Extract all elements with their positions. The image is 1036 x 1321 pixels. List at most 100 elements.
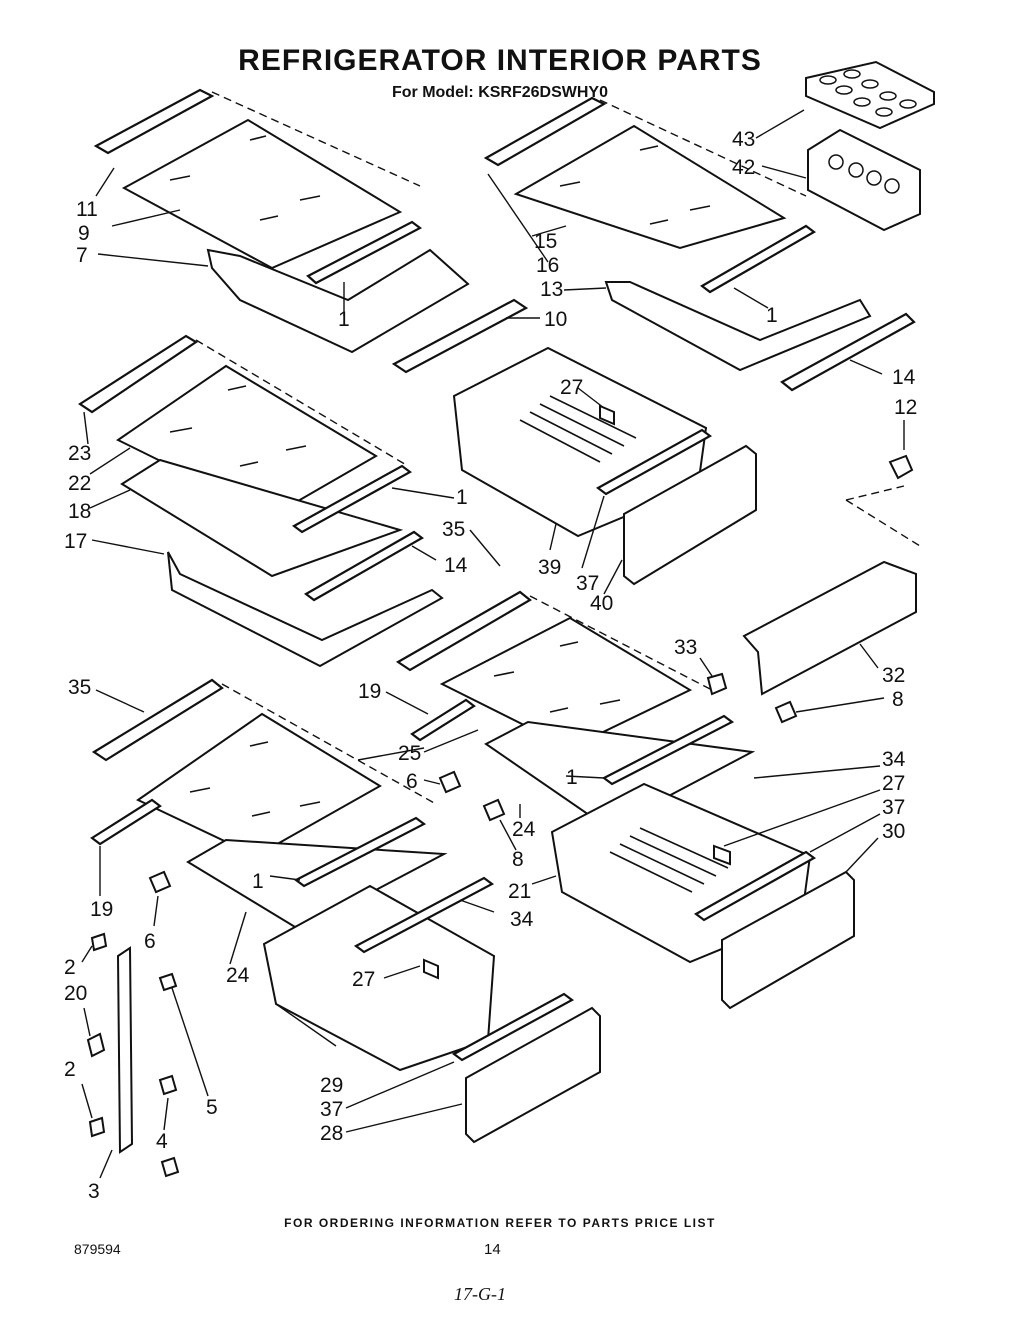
callout-24: 24	[226, 964, 250, 987]
clip-2b	[88, 1116, 106, 1138]
callout-11: 11	[76, 198, 98, 221]
callout-19: 19	[90, 898, 113, 921]
lower-right-crisper-assembly	[550, 782, 855, 1010]
glide-8b	[482, 798, 506, 822]
callout-34: 34	[510, 908, 534, 931]
callout-27: 27	[882, 772, 905, 795]
crisper-front-28	[465, 1006, 601, 1144]
crisper-rail-37a	[595, 428, 713, 496]
shelf-rail-35a	[395, 590, 532, 672]
glide-6a	[438, 770, 462, 794]
callout-14: 14	[892, 366, 916, 389]
page-title: REFRIGERATOR INTERIOR PARTS	[238, 44, 762, 77]
spacer-20	[86, 1032, 106, 1058]
shelf-rail-19a	[410, 698, 476, 742]
shelf-glass-9	[121, 118, 403, 270]
egg-tray-cover-43	[805, 60, 935, 130]
callout-30: 30	[882, 820, 905, 843]
callout-7: 7	[76, 244, 88, 267]
callout-4: 4	[156, 1130, 168, 1153]
upper-left-shelf-assembly	[93, 88, 529, 374]
callout-5: 5	[206, 1096, 218, 1119]
shelf-rail-1b	[700, 224, 816, 294]
crisper-front-40	[623, 444, 757, 586]
egg-tray-assembly	[805, 60, 935, 232]
screw-4	[158, 1074, 178, 1096]
callout-1: 1	[456, 486, 468, 509]
handwritten-note: 17-G-1	[454, 1284, 506, 1304]
guide-33	[706, 672, 728, 696]
shelf-glass-25b	[136, 712, 382, 858]
callout-37: 37	[320, 1098, 343, 1121]
callout-32: 32	[882, 664, 905, 687]
shelf-rail-1a	[306, 220, 423, 285]
callout-24: 24	[512, 818, 536, 841]
shelf-rail-1d	[601, 714, 735, 786]
callout-37: 37	[576, 572, 599, 595]
callout-29: 29	[320, 1074, 343, 1097]
leader-lines	[81, 109, 905, 1179]
lower-left-shelf-assembly	[90, 678, 506, 932]
right-cover-assembly	[706, 454, 921, 724]
screw-5	[158, 972, 178, 992]
callout-34: 34	[882, 748, 906, 771]
callout-16: 16	[536, 254, 559, 277]
callout-1: 1	[566, 766, 578, 789]
drawer-stop-27c	[423, 958, 439, 980]
callout-23: 23	[68, 442, 91, 465]
callout-2: 2	[64, 1058, 76, 1081]
callout-27: 27	[352, 968, 375, 991]
cover-32	[742, 560, 917, 696]
callout-15: 15	[534, 230, 557, 253]
crisper-rail-37b	[693, 850, 817, 922]
callout-18: 18	[68, 500, 91, 523]
model-subtitle: For Model: KSRF26DSWHY0	[391, 84, 608, 101]
callout-35: 35	[442, 518, 465, 541]
document-number: 879594	[74, 1241, 121, 1257]
drawer-stop-27b	[713, 844, 731, 866]
callout-22: 22	[68, 472, 91, 495]
callout-35: 35	[68, 676, 91, 699]
shelf-frame-24b	[186, 838, 448, 932]
middle-left-shelf-assembly	[77, 334, 444, 668]
shelf-frame-7	[206, 248, 470, 354]
shelf-frame-13	[604, 281, 872, 372]
shelf-frame-17	[167, 551, 444, 668]
upper-crisper-assembly	[452, 346, 757, 586]
page-number: 14	[484, 1241, 501, 1258]
egg-tray-42	[807, 128, 921, 232]
shelf-rail-11	[93, 88, 215, 155]
upper-right-shelf-assembly	[483, 96, 916, 392]
shelf-rail-10	[391, 298, 529, 374]
callout-8: 8	[512, 848, 524, 871]
callout-33: 33	[674, 636, 697, 659]
shelf-rail-14b	[304, 530, 424, 602]
clip-2a	[90, 932, 108, 952]
glide-8a	[774, 700, 798, 724]
callout-43: 43	[732, 128, 755, 151]
callout-37: 37	[882, 796, 905, 819]
callout-21: 21	[508, 880, 531, 903]
glide-6b	[148, 870, 172, 894]
callout-10: 10	[544, 308, 567, 331]
callout-42: 42	[732, 156, 755, 179]
callout-12: 12	[894, 396, 917, 419]
callout-9: 9	[78, 222, 90, 245]
callout-6: 6	[144, 930, 156, 953]
callout-28: 28	[320, 1122, 343, 1145]
shelf-rail-14a	[780, 312, 916, 392]
callout-20: 20	[64, 982, 87, 1005]
callout-6: 6	[406, 770, 418, 793]
shelf-rail-1e	[293, 816, 427, 888]
shelf-rail-1c	[291, 464, 413, 534]
callout-3: 3	[88, 1180, 100, 1203]
shelf-rail-35b	[91, 678, 224, 762]
shelf-rail-19b	[90, 798, 162, 846]
callout-1: 1	[338, 308, 350, 331]
callout-14: 14	[444, 554, 468, 577]
callout-25: 25	[398, 742, 421, 765]
callout-39: 39	[538, 556, 561, 579]
callout-40: 40	[590, 592, 613, 615]
